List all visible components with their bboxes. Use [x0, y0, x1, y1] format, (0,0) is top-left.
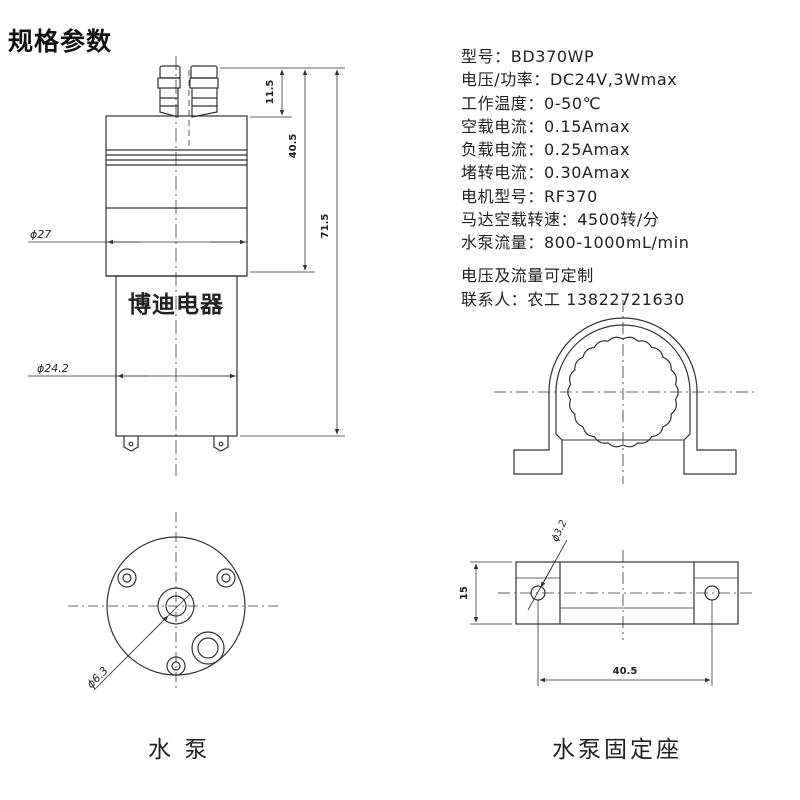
- bracket-top-view: ϕ3.2 15 40.5: [459, 518, 756, 686]
- spec-motor-model: 电机型号：RF370: [461, 186, 598, 206]
- caption-pump: 水 泵: [148, 737, 211, 763]
- dim-label-phi24-2: ϕ24.2: [37, 362, 69, 375]
- spec-stall-current: 堵转电流：0.30Amax: [461, 163, 631, 183]
- dim-label-11-5: 11.5: [265, 80, 276, 105]
- note-contact: 联系人：农工 13822721630: [461, 289, 685, 309]
- spec-load-current: 负载电流：0.25Amax: [461, 140, 631, 160]
- spec-no-load-current: 空载电流：0.15Amax: [461, 116, 631, 136]
- note-customizable: 电压及流量可定制: [461, 266, 594, 285]
- bracket-front-view: [494, 300, 754, 484]
- pump-side-view: 11.5 40.5 71.5 ϕ27 ϕ24.2 博迪电器: [28, 56, 345, 476]
- pump-outlet: [157, 587, 195, 625]
- pump-nozzles: [157, 65, 219, 118]
- spec-voltage-power: 电压/功率：DC24V,3Wmax: [461, 70, 678, 90]
- screw-hole-bottom: [166, 656, 186, 676]
- dim-label-71-5: 71.5: [320, 214, 331, 239]
- brand-label: 博迪电器: [128, 291, 224, 318]
- notes: 电压及流量可定制 联系人：农工 13822721630: [461, 264, 791, 311]
- spec-flow-rate: 水泵流量：800-1000mL/min: [461, 233, 690, 253]
- dim-line-phi6-3: [93, 593, 191, 691]
- pump-motor: [115, 275, 238, 437]
- pump-inlet: [191, 631, 225, 665]
- spec-motor-speed: 马达空载转速：4500转/分: [461, 210, 660, 230]
- spec-working-temperature: 工作温度：0-50℃: [461, 93, 602, 113]
- page-title: 规格参数: [8, 27, 113, 56]
- pump-head: [105, 115, 248, 277]
- screw-hole-left: [117, 568, 137, 588]
- dim-label-phi3-2: ϕ3.2: [550, 518, 569, 543]
- dim-label-bracket-40-5: 40.5: [613, 666, 638, 677]
- pump-terminals: [123, 436, 229, 452]
- dim-label-40-5: 40.5: [288, 134, 299, 159]
- spec-list: 型号：BD370WP 电压/功率：DC24V,3Wmax 工作温度：0-50℃ …: [461, 45, 791, 255]
- spec-model: 型号：BD370WP: [461, 47, 595, 66]
- screw-hole-right: [216, 568, 236, 588]
- dim-label-phi27: ϕ27: [30, 228, 51, 241]
- pump-bottom-view: ϕ6.3: [68, 512, 282, 691]
- dim-label-15: 15: [459, 586, 470, 600]
- caption-bracket: 水泵固定座: [552, 737, 682, 763]
